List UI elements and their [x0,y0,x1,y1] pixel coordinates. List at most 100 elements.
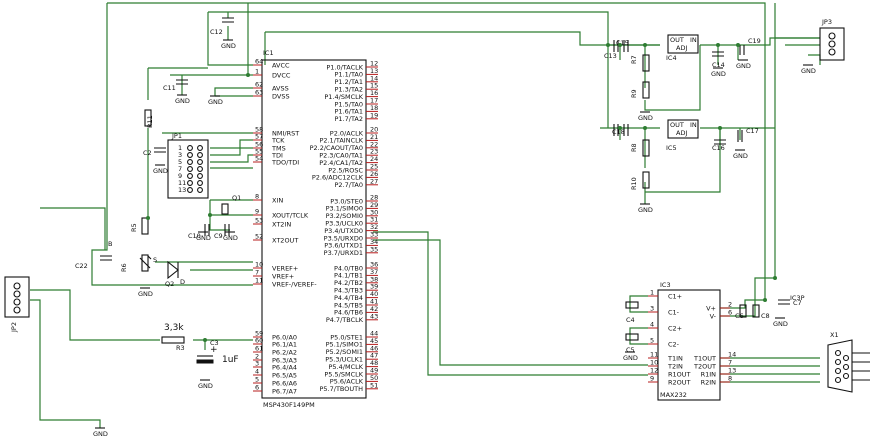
ic1-pin-label: AVCC [272,61,290,69]
ic3-pin-label: R2OUT [668,378,691,386]
ic1-pin-num: 1 [255,68,259,76]
ic1-pin-num: 30 [370,208,378,216]
q2-label: Q2 [165,280,174,288]
ic3-name: IC3 [660,281,671,289]
svg-text:R6: R6 [120,263,128,272]
ic1-pin-label: XOUT/TCLK [272,211,309,219]
ic1-pin-num: 34 [370,238,378,246]
svg-text:+: + [210,345,218,355]
ic3-pin-num: 1 [650,289,654,297]
ic1-pin-num: 55 [255,148,263,156]
ic3-pin-num: 10 [650,359,658,367]
ic1-pin-num: 4 [255,368,259,376]
ic1-pin-label: P3.5/URXD0 [324,234,363,242]
ic1-pin-label: P1.4/SMCLK [324,93,363,101]
jp1-pin-num: 7 [178,165,182,173]
svg-text:IC3P: IC3P [790,294,805,302]
ic3-pin-num: 5 [650,337,654,345]
ic1-pin-label: AVSS [272,84,289,92]
ic1-pin-num: 64 [255,58,263,66]
svg-text:C18: C18 [612,128,625,136]
svg-text:R9: R9 [630,89,638,98]
jp3-label: JP3 [821,18,832,26]
svg-text:R7: R7 [630,55,638,64]
ic1-pin-num: 41 [370,298,378,306]
ic3-pin-label: T2IN [667,362,683,370]
svg-text:D: D [180,278,185,286]
gnd-label: GND [801,67,816,75]
ic1-pin-num: 17 [370,97,378,105]
ic1-pin-label: P2.3/CA0/TA1 [319,152,363,160]
svg-text:OUT: OUT [670,36,684,44]
resistors: R7 R9 R8 R10 R11 R5 R6 3,3k R3 [120,54,650,352]
ic3-pin-num: 11 [650,351,658,359]
ic1-pin-num: 7 [255,269,259,277]
ic3-pin-label: T1OUT [693,354,716,362]
x1-label: X1 [830,331,839,339]
svg-text:OUT: OUT [670,121,684,129]
ic1-pin-num: 47 [370,352,378,360]
jp1-pin [187,173,193,179]
svg-text:C12: C12 [210,28,223,36]
gnd-label: GND [175,97,190,105]
svg-text:C9: C9 [214,232,223,240]
ic3-pin-num: 2 [728,301,732,309]
ic1-pin-num: 3 [255,360,259,368]
jp3-connector: JP3 [819,18,845,61]
gnd-label: GND [138,290,153,298]
ic1-pin-label: P1.5/TA0 [335,100,364,108]
ic1-pin-label: P2.7/TA0 [335,181,364,189]
jp1-pin-num: 5 [178,158,182,166]
gnd-label: GND [196,234,211,242]
ic1-pin-label: P5.3/UCLK1 [325,356,363,364]
jp1-pin [187,152,193,158]
jp1-pin [197,166,203,172]
x1-db9-connector: X1 [827,331,870,393]
ic1-pin-num: 24 [370,155,378,163]
ic1-pin-label: P4.4/TB4 [334,294,363,302]
ic1-pin-label: P2.2/CAOUT/TA0 [310,144,363,152]
svg-text:B: B [108,240,112,248]
ic1-pin-num: 25 [370,163,378,171]
ic5-name: IC5 [666,144,677,152]
crystals-and-transistors: Q1 Q2 S D B [108,194,241,288]
ic3-pin-label: C2+ [668,324,682,332]
ic5-regulator: OUT IN ADJ IC5 [666,119,699,152]
ic1-pin-label: P5.2/SOMI1 [326,348,363,356]
ic1-pin-label: P2.0/ACLK [330,129,364,137]
ic3-pin-num: 14 [728,351,736,359]
ic1-pin-label: P4.6/TB6 [334,309,363,317]
capacitors: C12 C11 C2 C10 C9 C22 C13 C15 C14 C19 C1… [75,17,805,365]
ic1-pin-num: 21 [370,133,378,141]
svg-text:C17: C17 [746,127,759,135]
svg-text:C13: C13 [604,52,617,60]
svg-text:C14: C14 [712,61,725,69]
svg-text:C10: C10 [188,232,201,240]
ic1-pin-num: 36 [370,261,378,269]
ic1-pin-num: 32 [370,223,378,231]
ic1-pin-num: 57 [255,133,263,141]
svg-text:C4: C4 [626,316,635,324]
ic1-pin-label: P3.2/SOMI0 [326,212,363,220]
ic1-pin-label: P2.1/TAINCLK [319,137,363,145]
ic1-pin-label: P2.5/ROSC [328,166,363,174]
cap-1uf-label: 1uF [222,355,239,365]
ic1-pin-num: 33 [370,231,378,239]
ic1-pin-label: P5.5/SMCLK [324,370,363,378]
ic1-pin-label: P4.0/TB0 [334,264,363,272]
ic1-pin-num: 11 [255,277,263,285]
svg-text:R3: R3 [176,344,185,352]
ic3-pin-num: 13 [728,367,736,375]
ic1-pin-num: 29 [370,201,378,209]
ic1-pin-label: P6.2/A2 [272,348,297,356]
ic1-pin-label: P3.7/URXD1 [324,249,363,257]
ic3-pin-label: C1- [668,308,680,316]
ic4-name: IC4 [666,54,677,62]
ic1-pin-label: P4.2/TB2 [334,279,363,287]
resistor-r8 [642,139,650,157]
ic1-pin-num: 45 [370,337,378,345]
ic1-pin-label: P5.6/ACLK [330,378,364,386]
ic1-pin-num: 5 [255,376,259,384]
ic1-pin-num: 8 [255,193,259,201]
ic1-pin-label: P6.6/A6 [272,379,297,387]
